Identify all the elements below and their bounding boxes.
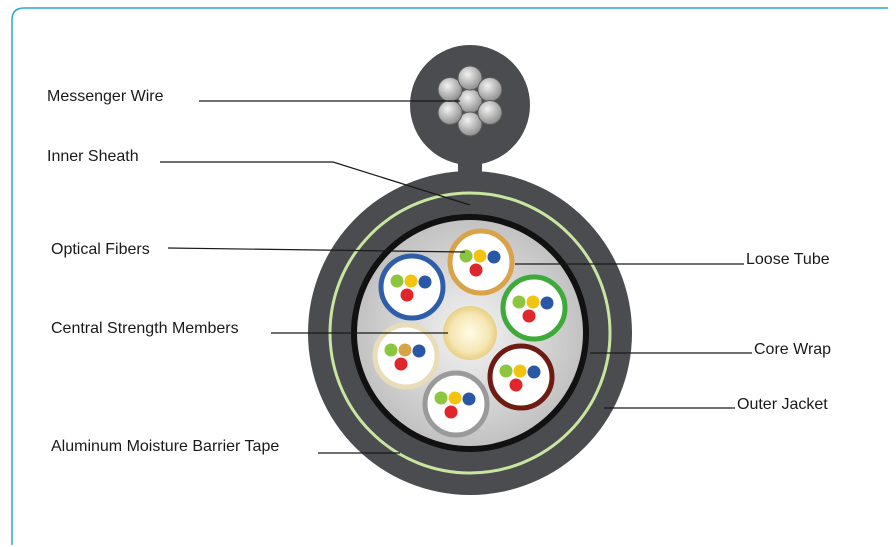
optical-fiber [398,343,412,357]
optical-fiber [499,364,513,378]
loose-tube [487,343,555,411]
optical-fiber [462,392,476,406]
label-inner-sheath: Inner Sheath [47,148,139,165]
messenger-wire-strands [437,65,503,137]
optical-fiber [434,391,448,405]
loose-tubes [372,228,568,438]
optical-fiber [448,391,462,405]
optical-fiber [384,343,398,357]
optical-fiber [526,295,540,309]
label-outer-jacket: Outer Jacket [737,396,828,413]
optical-fiber [487,250,501,264]
label-loose-tube: Loose Tube [746,251,830,268]
label-core-wrap: Core Wrap [754,341,832,358]
label-aluminum-tape: Aluminum Moisture Barrier Tape [51,438,280,455]
optical-fiber [509,378,523,392]
optical-fiber [404,274,418,288]
loose-tube [447,228,515,296]
optical-fiber [394,357,408,371]
loose-tube [378,253,446,321]
optical-fiber [390,274,404,288]
optical-fiber [459,249,473,263]
wire-strand [477,77,503,102]
label-optical-fibers: Optical Fibers [51,241,150,258]
loose-tube [372,322,440,390]
loose-tube [500,274,568,342]
optical-fiber [469,263,483,277]
optical-fiber [513,364,527,378]
optical-fiber [473,249,487,263]
wire-strand [457,111,483,137]
optical-fiber [400,288,414,302]
wire-strand [437,100,463,125]
optical-fiber [527,365,541,379]
wire-strand [477,100,503,125]
loose-tube [422,370,490,438]
wire-strand [457,65,483,91]
optical-fiber [412,344,426,358]
optical-fiber [512,295,526,309]
leader-inner-sheath [160,161,471,206]
optical-fiber [540,296,554,310]
optical-fiber [522,309,536,323]
leader-optical-fibers [167,247,466,253]
optical-fiber [444,405,458,419]
optical-fiber [418,275,432,289]
label-central-strength-members: Central Strength Members [51,320,239,337]
central-strength-member [443,306,497,360]
leader-lines [160,100,752,454]
label-messenger-wire: Messenger Wire [47,88,164,105]
